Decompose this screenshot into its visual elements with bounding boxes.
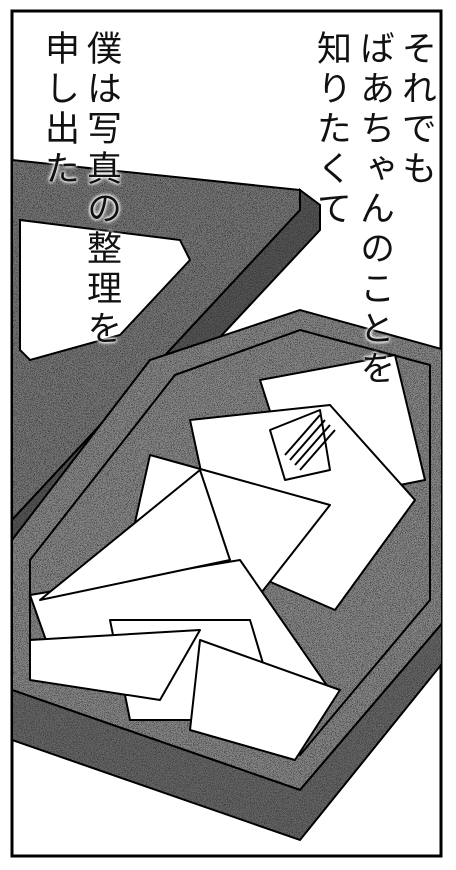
caption-line-5: 申し出た [39,30,79,190]
caption-line-4: 僕は写真の整理を [81,30,121,350]
caption-line-3: 知りたくて [311,30,351,230]
photo-pile [29,354,426,761]
caption-line-1: それでも [396,30,436,190]
caption-line-2: ばあちゃんのことを [354,30,394,390]
